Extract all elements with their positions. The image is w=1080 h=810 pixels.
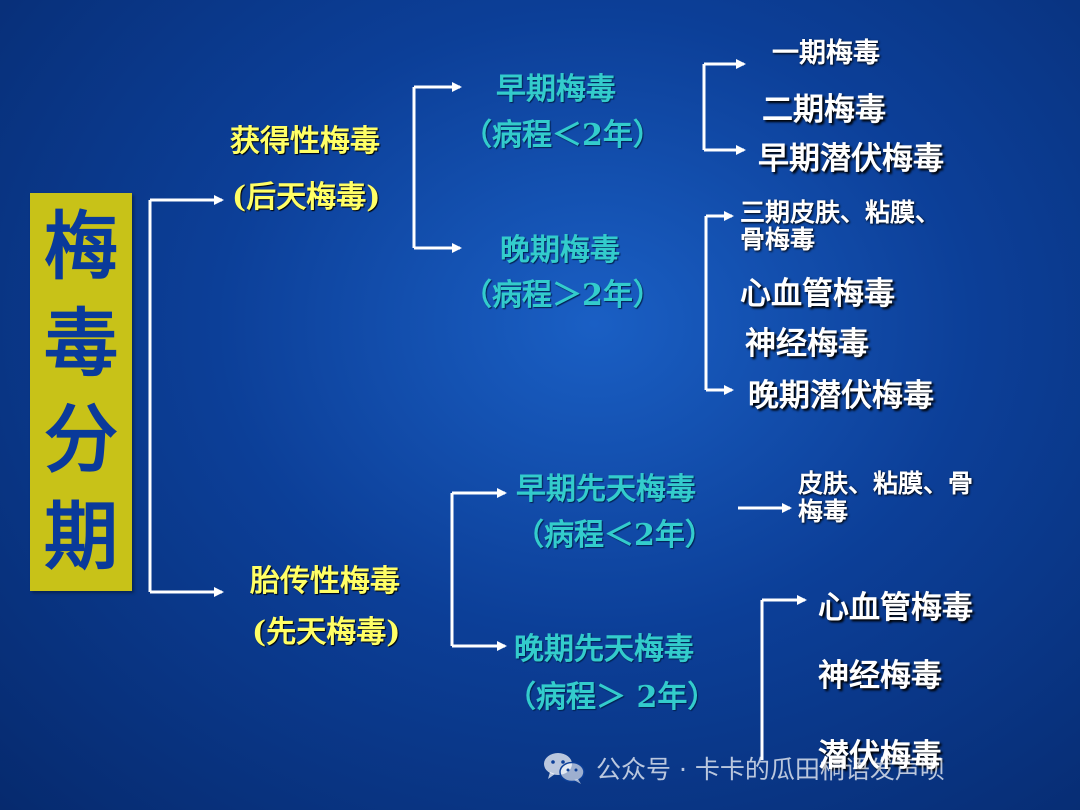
secondary-syphilis: 二期梅毒 — [762, 92, 886, 128]
congenital-cardiovascular-syphilis: 心血管梅毒 — [818, 590, 973, 626]
early-syphilis-course: （病程＜2年） — [462, 118, 663, 153]
wechat-icon — [544, 753, 585, 784]
late-congenital-title: 晚期先天梅毒 — [514, 632, 694, 667]
primary-syphilis: 一期梅毒 — [772, 38, 880, 69]
neurosyphilis: 神经梅毒 — [745, 326, 869, 362]
title-box: 梅 毒 分 期 — [30, 193, 132, 591]
congenital-latent-syphilis: 潜伏梅毒 — [818, 738, 942, 774]
cardiovascular-syphilis: 心血管梅毒 — [740, 276, 895, 312]
title-char: 期 — [44, 493, 118, 580]
acquired-title: 获得性梅毒 — [230, 124, 380, 159]
title-char: 毒 — [44, 300, 118, 387]
late-congenital-course: （病程＞ 2年） — [506, 680, 718, 715]
title-char: 梅 — [44, 204, 118, 291]
early-syphilis-title: 早期梅毒 — [496, 72, 616, 107]
early-congenital-title: 早期先天梅毒 — [516, 472, 696, 507]
congenital-subtitle: (先天梅毒) — [252, 615, 401, 650]
congenital-title: 胎传性梅毒 — [250, 564, 400, 599]
tertiary-syphilis-line2: 骨梅毒 — [740, 225, 816, 254]
tertiary-syphilis-line1: 三期皮肤、粘膜、 — [740, 198, 941, 227]
early-congenital-skin-line1: 皮肤、粘膜、骨 — [798, 469, 974, 498]
early-congenital-skin-line2: 梅毒 — [798, 497, 849, 526]
acquired-subtitle: (后天梅毒) — [232, 180, 381, 215]
early-latent-syphilis: 早期潜伏梅毒 — [758, 141, 944, 177]
late-latent-syphilis: 晚期潜伏梅毒 — [748, 378, 934, 414]
watermark-text: 公众号 · 卡卡的瓜田桐语发声呗 — [596, 755, 945, 784]
congenital-neurosyphilis: 神经梅毒 — [818, 658, 942, 694]
title-char: 分 — [44, 397, 118, 484]
early-congenital-course: （病程＜2年） — [514, 518, 715, 553]
late-syphilis-course: （病程＞2年） — [462, 278, 663, 313]
late-syphilis-title: 晚期梅毒 — [500, 233, 620, 268]
watermark: 公众号 · 卡卡的瓜田桐语发声呗 — [542, 748, 945, 788]
